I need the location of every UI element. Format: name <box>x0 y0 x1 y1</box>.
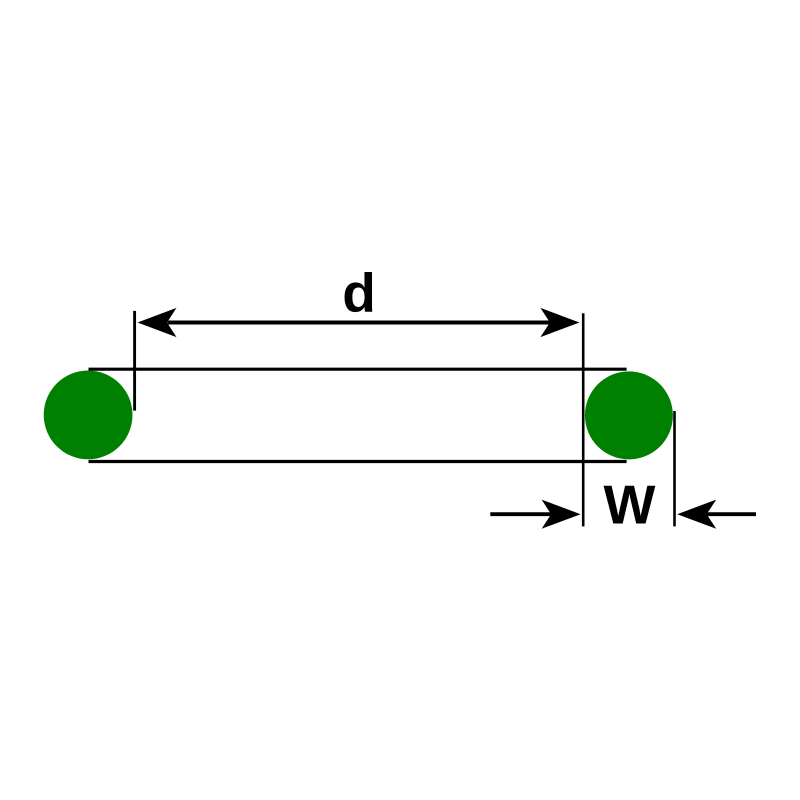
svg-text:W: W <box>603 473 655 535</box>
svg-text:d: d <box>342 261 376 323</box>
